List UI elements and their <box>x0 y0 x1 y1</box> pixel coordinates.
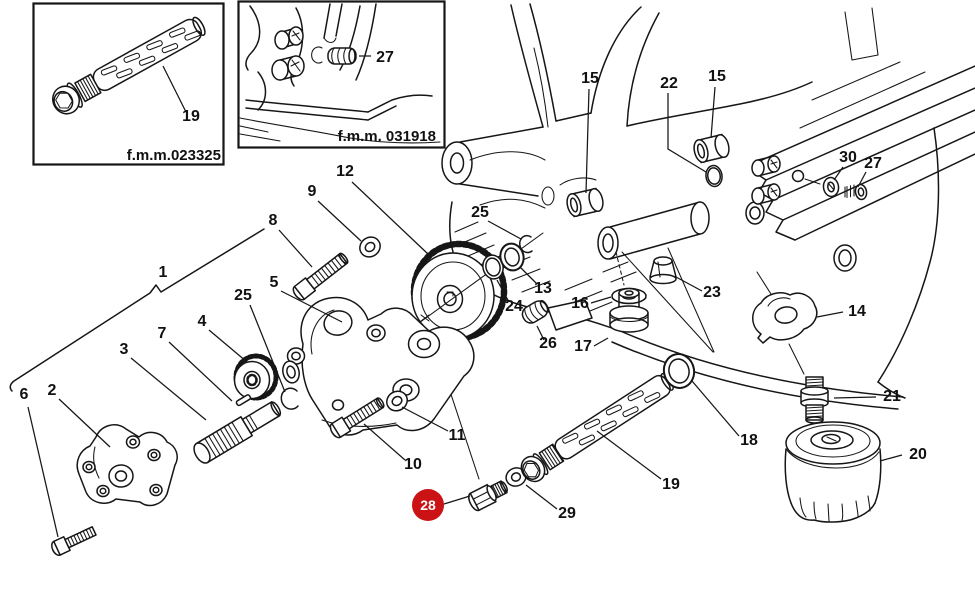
part-label-11[interactable]: 11 <box>449 427 466 444</box>
part-label-23[interactable]: 23 <box>703 284 721 301</box>
part-30-washer <box>822 176 840 198</box>
part-7-key <box>235 394 252 407</box>
part-label-8[interactable]: 8 <box>269 212 278 229</box>
inset-part-label-19[interactable]: 19 <box>182 108 200 125</box>
part-17-valve-plug <box>609 287 649 333</box>
part-20-oil-filter <box>784 421 882 523</box>
part-label-4[interactable]: 4 <box>198 313 207 330</box>
part-label-6[interactable]: 6 <box>20 386 29 403</box>
part-label-19[interactable]: 19 <box>662 476 680 493</box>
part-label-30[interactable]: 30 <box>839 149 857 166</box>
part-28-union-fitting <box>467 480 508 512</box>
inset-strainer-drawing <box>52 16 206 115</box>
part-2-pump-cover <box>76 424 178 507</box>
part-19-strainer <box>520 372 674 483</box>
part-label-13[interactable]: 13 <box>534 280 552 297</box>
part-label-22[interactable]: 22 <box>660 75 678 92</box>
part-26-spring <box>521 299 550 324</box>
part-21-union <box>800 376 829 424</box>
inset-caption-031918: f.m.m. 031918 <box>338 128 436 145</box>
part-label-21[interactable]: 21 <box>883 388 901 405</box>
part-label-3[interactable]: 3 <box>120 341 129 358</box>
part-label-29[interactable]: 29 <box>558 505 576 522</box>
part-label-12[interactable]: 12 <box>336 163 354 180</box>
part-25-circlip-a <box>518 234 533 254</box>
part-label-26[interactable]: 26 <box>539 335 557 352</box>
part-label-10[interactable]: 10 <box>404 456 422 473</box>
part-label-17[interactable]: 17 <box>574 338 592 355</box>
part-11-washer <box>386 390 408 412</box>
part-10-bolt <box>329 397 385 439</box>
part-15-bushing-a <box>566 187 604 218</box>
inset-part-label-27[interactable]: 27 <box>376 49 394 66</box>
part-label-16[interactable]: 16 <box>571 295 589 312</box>
part-label-2[interactable]: 2 <box>48 382 57 399</box>
badge-number: 28 <box>420 497 436 513</box>
part-3-pump-shaft <box>193 401 282 464</box>
part-label-24[interactable]: 24 <box>505 298 523 315</box>
leader-lines <box>27 86 903 538</box>
inset-case-fragment-drawing <box>239 3 441 144</box>
part-15-bushing-b <box>693 133 730 164</box>
part-number-callouts: 1 2 3 4 5 6 7 8 9 10 11 12 13 14 15 15 1… <box>20 68 927 522</box>
part-13-seal <box>499 242 525 272</box>
inset-spring-27-drawing <box>311 46 357 65</box>
part-label-7[interactable]: 7 <box>158 325 167 342</box>
highlighted-part-badge[interactable]: 28 <box>412 489 444 521</box>
part-label-20[interactable]: 20 <box>909 446 927 463</box>
badge-circle[interactable] <box>412 489 444 521</box>
part-label-5[interactable]: 5 <box>270 274 279 291</box>
part-label-15-b[interactable]: 15 <box>708 68 726 85</box>
inset-box-031918: 27 f.m.m. 031918 <box>237 0 446 149</box>
part-label-15-a[interactable]: 15 <box>581 70 599 87</box>
part-22-oring <box>705 164 723 188</box>
part-label-1[interactable]: 1 <box>159 264 168 281</box>
part-29-washer <box>505 467 527 487</box>
part-label-27[interactable]: 27 <box>864 155 882 172</box>
part-27-screw <box>844 183 868 201</box>
badge-leader-line <box>443 495 471 505</box>
part-4-pump-gear <box>233 353 279 401</box>
part-label-14[interactable]: 14 <box>848 303 866 320</box>
part-label-18[interactable]: 18 <box>740 432 758 449</box>
part-label-25-a[interactable]: 25 <box>471 204 489 221</box>
part-14-bracket <box>752 292 818 344</box>
inset-box-023325: 19 f.m.m.023325 <box>32 2 225 166</box>
part-23-nut <box>649 256 677 285</box>
part-label-9[interactable]: 9 <box>308 183 317 200</box>
group-1-bracket-line <box>9 228 265 392</box>
part-6-bolt <box>51 526 97 557</box>
crankcase-drawing <box>441 3 975 410</box>
inset-caption-023325: f.m.m.023325 <box>127 147 221 164</box>
part-label-25-b[interactable]: 25 <box>234 287 252 304</box>
assembly-axis-lines <box>436 247 830 480</box>
part-thrust-washer <box>282 360 300 384</box>
part-18-oring <box>662 353 696 389</box>
part-9-washer <box>359 236 381 258</box>
part-8-bolt <box>292 252 349 301</box>
case-bosses <box>751 155 781 205</box>
part-25-circlip-b <box>280 387 299 410</box>
